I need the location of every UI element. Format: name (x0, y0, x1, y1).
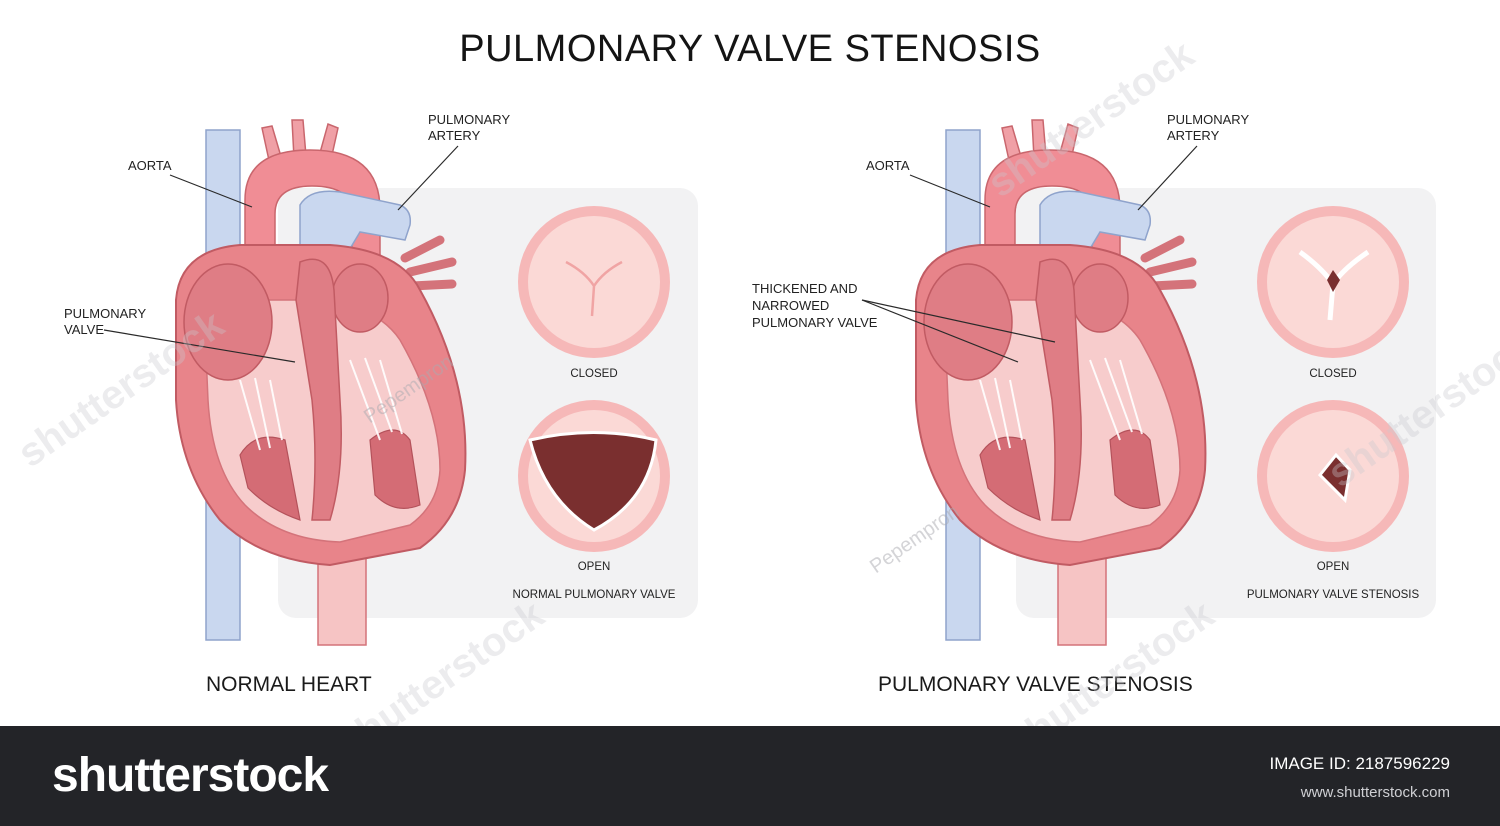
label-pulmonary-artery-left-2: ARTERY (428, 128, 481, 143)
label-pulmonary-valve-2: VALVE (64, 322, 104, 337)
label-thickened-2: NARROWED (752, 298, 830, 313)
footer-site-link[interactable]: www.shutterstock.com (1300, 784, 1450, 801)
caption-stenosis: PULMONARY VALVE STENOSIS (878, 673, 1193, 696)
label-thickened-3: PULMONARY VALVE (752, 315, 878, 330)
label-closed-left: CLOSED (570, 368, 618, 380)
label-closed-right: CLOSED (1309, 368, 1357, 380)
label-aorta-right: AORTA (866, 158, 910, 173)
footer-image-id: IMAGE ID: 2187596229 (1269, 754, 1450, 773)
illustration (103, 0, 1436, 726)
label-pulmonary-valve-1: PULMONARY (64, 306, 147, 321)
label-thickened-1: THICKENED AND (752, 281, 858, 296)
inset-caption-left: NORMAL PULMONARY VALVE (512, 589, 676, 601)
footer-brand-logo[interactable]: shutterstock (52, 749, 329, 802)
label-open-right: OPEN (1316, 561, 1350, 573)
right-valve-closed (1257, 206, 1409, 358)
label-pulmonary-artery-right-1: PULMONARY (1167, 112, 1250, 127)
label-pulmonary-artery-left-1: PULMONARY (428, 112, 511, 127)
inset-caption-right: PULMONARY VALVE STENOSIS (1246, 589, 1420, 601)
label-open-left: OPEN (577, 561, 611, 573)
left-valve-closed (518, 206, 670, 358)
main-title: PULMONARY VALVE STENOSIS (459, 28, 1041, 70)
label-aorta-left: AORTA (128, 158, 172, 173)
left-valve-open (518, 400, 670, 552)
label-pulmonary-artery-right-2: ARTERY (1167, 128, 1220, 143)
caption-normal-heart: NORMAL HEART (206, 673, 372, 696)
footer-bar: shutterstock IMAGE ID: 2187596229 www.sh… (0, 726, 1500, 826)
right-valve-open (1257, 400, 1409, 552)
